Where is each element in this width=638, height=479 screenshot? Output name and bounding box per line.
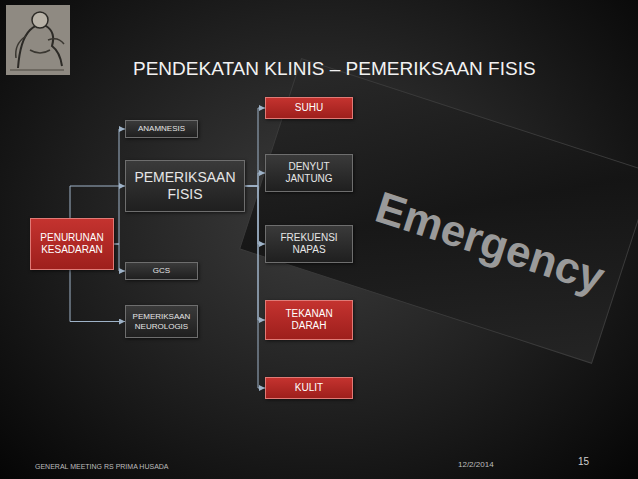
connector xyxy=(70,186,125,218)
node-label: PEMERIKSAAN FISIS xyxy=(131,169,239,203)
root-box: PENURUNAN KESADARAN xyxy=(30,218,114,270)
node-label: PENURUNAN KESADARAN xyxy=(36,232,108,256)
footer-date: 12/2/2014 xyxy=(458,460,494,469)
node-label: ANAMNESIS xyxy=(138,124,185,134)
sketch-illustration xyxy=(6,5,70,75)
slide-number-wrap: 15 xyxy=(578,451,589,469)
vital-box: FREKUENSI NAPAS xyxy=(265,225,353,263)
footer-text-wrap: GENERAL MEETING RS PRIMA HUSADA xyxy=(35,455,169,473)
vital-box: TEKANAN DARAH xyxy=(265,300,353,340)
connector xyxy=(245,173,265,186)
footer-date-wrap: 12/2/2014 xyxy=(458,453,494,471)
connector xyxy=(245,186,265,388)
node-label: DENYUT JANTUNG xyxy=(271,161,347,185)
footer-text: GENERAL MEETING RS PRIMA HUSADA xyxy=(35,463,169,470)
connector xyxy=(245,108,265,186)
vital-box: KULIT xyxy=(265,377,353,399)
node-label: KULIT xyxy=(295,382,323,394)
vital-box: SUHU xyxy=(265,97,353,119)
slide-number: 15 xyxy=(578,456,589,467)
node-label: FREKUENSI NAPAS xyxy=(271,232,347,256)
branch-box: GCS xyxy=(125,262,198,280)
branch-box: ANAMNESIS xyxy=(125,120,198,138)
connector xyxy=(70,270,125,322)
node-label: TEKANAN DARAH xyxy=(271,308,347,332)
connector xyxy=(245,186,265,244)
emergency-photo xyxy=(240,59,638,364)
slide-title: PENDEKATAN KLINIS – PEMERIKSAAN FISIS xyxy=(133,58,536,79)
node-label: GCS xyxy=(153,266,170,276)
node-label: SUHU xyxy=(295,102,323,114)
connector xyxy=(245,186,265,320)
branch-box: PEMERIKSAAN FISIS xyxy=(125,160,245,212)
slide-title-wrap: PENDEKATAN KLINIS – PEMERIKSAAN FISIS xyxy=(133,58,536,80)
connector xyxy=(114,244,125,271)
vital-box: DENYUT JANTUNG xyxy=(265,154,353,192)
node-label: PEMERIKSAAN NEUROLOGIS xyxy=(131,312,192,331)
branch-box: PEMERIKSAAN NEUROLOGIS xyxy=(125,305,198,338)
